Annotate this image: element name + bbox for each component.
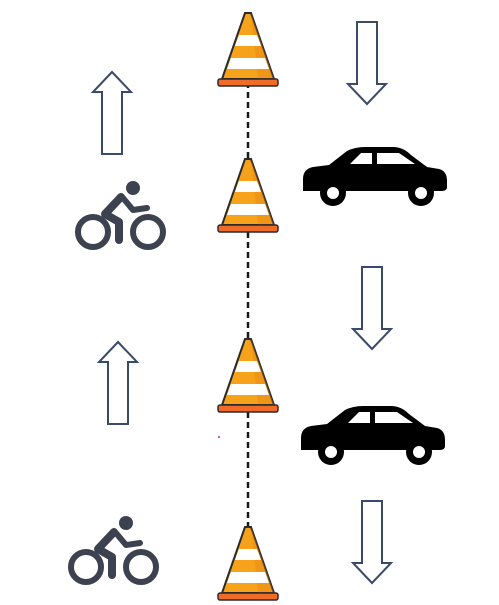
- traffic-cone-icon: [217, 526, 279, 601]
- up-arrow-icon: [92, 71, 132, 155]
- cyclist-icon: [78, 181, 163, 247]
- car-icon: [301, 406, 445, 465]
- traffic-cone-icon: [217, 12, 279, 87]
- down-arrow-icon: [352, 500, 392, 584]
- down-arrow-icon: [352, 266, 392, 350]
- up-arrow-icon: [98, 341, 138, 425]
- traffic-cone-icon: [217, 338, 279, 413]
- car-icon: [303, 147, 447, 206]
- cyclist-icon: [71, 516, 156, 582]
- down-arrow-icon: [347, 21, 387, 105]
- traffic-cone-icon: [217, 158, 279, 233]
- stray-dot: [218, 436, 220, 438]
